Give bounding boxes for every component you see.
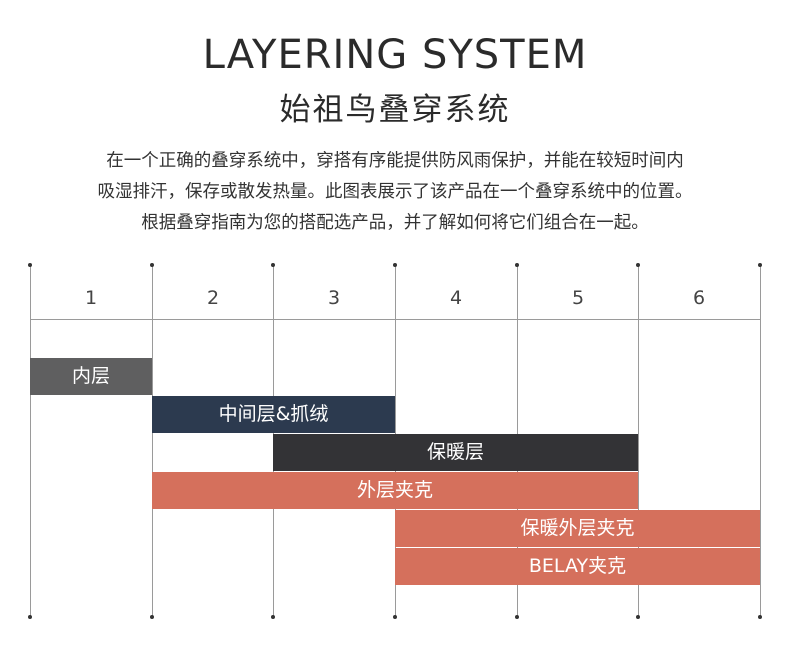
grid-dot [636,263,640,267]
grid-dot [150,263,154,267]
layer-bar: 外层夹克 [152,472,638,509]
grid-dot [271,263,275,267]
grid-dot [515,615,519,619]
column-number: 1 [84,287,98,309]
column-number: 2 [206,287,220,309]
column-number: 4 [449,287,463,309]
layer-bar: 保暖层 [273,434,638,471]
layer-bar: BELAY夹克 [395,548,760,585]
grid-dot [515,263,519,267]
header-separator [30,319,760,320]
column-number: 3 [327,287,341,309]
grid-line [30,265,31,617]
title-chinese: 始祖鸟叠穿系统 [279,92,511,128]
description-line: 吸湿排汗，保存或散发热量。此图表展示了该产品在一个叠穿系统中的位置。 [97,182,693,202]
grid-line [760,265,761,617]
grid-line [152,265,153,617]
description: 在一个正确的叠穿系统中，穿搭有序能提供防风雨保护，并能在较短时间内 吸湿排汗，保… [0,146,790,239]
layer-bar: 保暖外层夹克 [395,510,760,547]
title-english: LAYERING SYSTEM [202,32,588,78]
grid-dot [150,615,154,619]
grid-dot [28,615,32,619]
layer-bar: 内层 [30,358,152,395]
grid-line [638,265,639,617]
grid-dot [393,263,397,267]
grid-dot [758,263,762,267]
grid-dot [636,615,640,619]
layer-bar: 中间层&抓绒 [152,396,395,433]
grid-dot [28,263,32,267]
grid-dot [758,615,762,619]
grid-dot [393,615,397,619]
description-line: 在一个正确的叠穿系统中，穿搭有序能提供防风雨保护，并能在较短时间内 [106,151,684,171]
description-line: 根据叠穿指南为您的搭配选产品，并了解如何将它们组合在一起。 [141,213,649,233]
column-number: 5 [571,287,585,309]
column-number: 6 [692,287,706,309]
grid-dot [271,615,275,619]
